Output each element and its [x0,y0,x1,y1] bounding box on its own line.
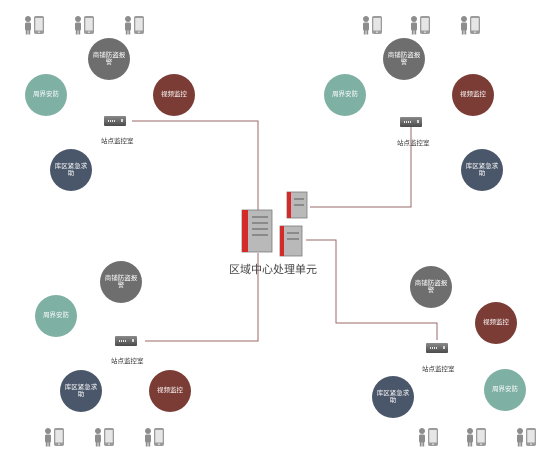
station-label: 站点监控室 [422,365,455,373]
node-perimeter-security: 周界安防 [35,295,77,337]
node-video-surveillance: 视频监控 [153,74,195,116]
server-icon [286,191,308,219]
terminal-device-glyph [411,16,430,35]
terminal-device-icon [418,427,440,447]
terminal-device-glyph [467,428,486,447]
node-anti-theft-alarm: 商铺防盗报警 [410,266,452,308]
node-emergency-help: 库区紧急求助 [461,149,503,191]
node-video-surveillance: 视频监控 [475,302,517,344]
terminal-device-icon [144,427,166,447]
server-icon [241,209,273,253]
station-recorder-icon [400,117,422,127]
station-label: 站点监控室 [101,137,134,145]
node-label: 库区紧急求助 [376,388,410,404]
terminal-device-glyph [145,428,164,447]
node-perimeter-security: 周界安防 [25,74,67,116]
node-video-surveillance: 视频监控 [452,74,494,116]
terminal-device-icon [460,15,482,35]
terminal-device-glyph [363,16,382,35]
station-label: 站点监控室 [111,357,144,365]
terminal-device-icon [410,15,432,35]
node-label: 库区紧急求助 [54,161,88,177]
terminal-device-glyph [517,428,536,447]
terminal-device-icon [124,15,146,35]
node-perimeter-security: 周界安防 [484,369,526,411]
link-top-right [310,122,412,208]
terminal-device-icon [362,15,384,35]
node-label: 库区紧急求助 [465,161,499,177]
node-emergency-help: 库区紧急求助 [50,149,92,191]
node-anti-theft-alarm: 商铺防盗报警 [100,261,142,303]
node-label: 周界安防 [492,385,518,394]
node-anti-theft-alarm: 商铺防盗报警 [383,38,425,80]
node-emergency-help: 库区紧急求助 [372,376,414,418]
node-emergency-help: 库区紧急求助 [60,370,102,412]
terminal-device-glyph [461,16,480,35]
node-label: 商铺防盗报警 [414,278,448,294]
node-video-surveillance: 视频监控 [149,370,191,412]
terminal-device-icon [516,427,538,447]
node-label: 视频监控 [460,90,486,99]
node-label: 商铺防盗报警 [104,273,138,289]
node-label: 商铺防盗报警 [387,50,421,66]
server-icon [279,225,303,257]
terminal-device-icon [94,427,116,447]
station-recorder-icon [426,343,448,353]
center-unit-label: 区域中心处理单元 [229,263,317,276]
node-perimeter-security: 周界安防 [324,74,366,116]
terminal-device-icon [44,427,66,447]
terminal-device-icon [466,427,488,447]
node-label: 周界安防 [332,90,358,99]
station-recorder-icon [115,336,137,346]
link-top-left [132,120,259,213]
node-label: 库区紧急求助 [64,382,98,398]
terminal-device-icon [74,15,96,35]
node-label: 视频监控 [161,90,187,99]
terminal-device-icon [24,15,46,35]
station-recorder-icon [104,116,126,126]
node-label: 商铺防盗报警 [92,50,126,66]
terminal-device-glyph [125,16,144,35]
node-label: 周界安防 [33,90,59,99]
terminal-device-glyph [25,16,44,35]
node-label: 视频监控 [157,386,183,395]
station-label: 站点监控室 [397,139,430,147]
node-label: 周界安防 [43,311,69,320]
link-bottom-left [145,253,259,342]
node-anti-theft-alarm: 商铺防盗报警 [88,38,130,80]
link-bottom-right [306,239,438,340]
terminal-device-glyph [45,428,64,447]
terminal-device-glyph [95,428,114,447]
terminal-device-glyph [75,16,94,35]
node-label: 视频监控 [483,318,509,327]
terminal-device-glyph [419,428,438,447]
